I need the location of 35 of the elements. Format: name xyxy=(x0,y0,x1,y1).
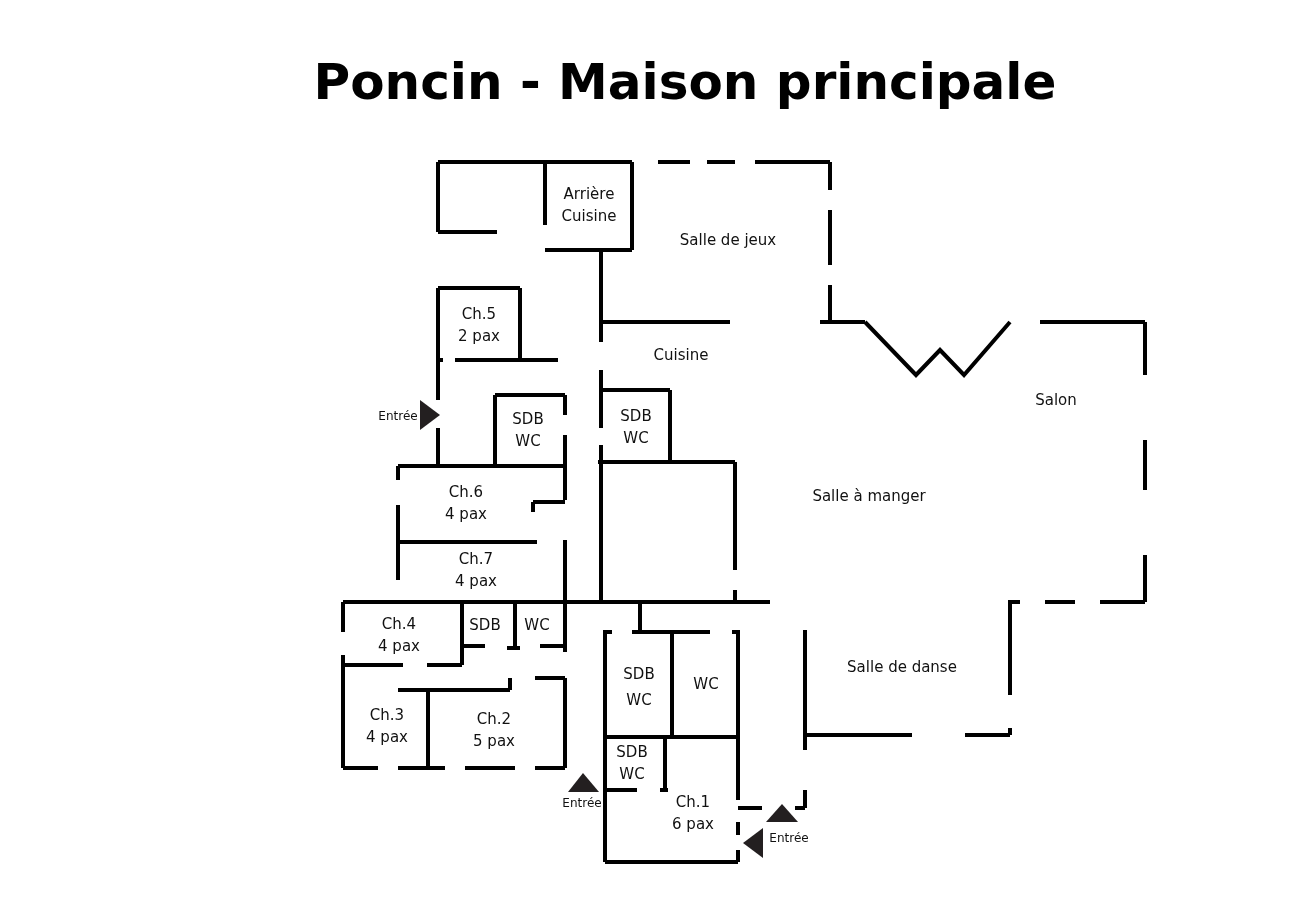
room-capacity: 6 pax xyxy=(672,814,714,835)
room-name: Ch.7 xyxy=(457,549,495,570)
room-capacity: WC xyxy=(625,690,653,711)
room-name: Arrière Cuisine xyxy=(560,184,618,227)
room-capacity: 4 pax xyxy=(366,727,408,748)
room-name: WC xyxy=(693,674,719,695)
room-name: Ch.5 xyxy=(460,304,498,325)
room-name: Ch.6 xyxy=(447,482,485,503)
room-name: Salle à manger xyxy=(812,486,926,507)
room-name: SDB xyxy=(616,742,648,763)
room-name: SDB xyxy=(469,615,501,636)
room-capacity: 4 pax xyxy=(378,636,420,657)
room-name: Ch.2 xyxy=(475,709,513,730)
room-name: WC xyxy=(524,615,550,636)
room-capacity: 2 pax xyxy=(458,326,500,347)
room-name: Salle de jeux xyxy=(679,230,777,251)
room-name: Cuisine xyxy=(653,345,709,366)
entrance-label: Entrée xyxy=(769,831,809,845)
room-capacity: 4 pax xyxy=(445,504,487,525)
room-capacity: 5 pax xyxy=(473,731,515,752)
entrance-label: Entrée xyxy=(562,796,602,810)
room-name: Salon xyxy=(1035,390,1077,411)
room-capacity: WC xyxy=(618,764,646,785)
entrance-label: Entrée xyxy=(378,409,418,423)
plan-title: Poncin - Maison principale xyxy=(313,53,1057,111)
room-name: SDB xyxy=(623,664,655,685)
room-name: Ch.4 xyxy=(380,614,418,635)
room-name: Ch.3 xyxy=(368,705,406,726)
room-name: SDB xyxy=(620,406,652,427)
room-capacity: WC xyxy=(514,431,542,452)
room-capacity: WC xyxy=(622,428,650,449)
room-name: SDB xyxy=(512,409,544,430)
room-name: Ch.1 xyxy=(674,792,712,813)
room-name: Salle de danse xyxy=(847,657,957,678)
room-capacity: 4 pax xyxy=(455,571,497,592)
